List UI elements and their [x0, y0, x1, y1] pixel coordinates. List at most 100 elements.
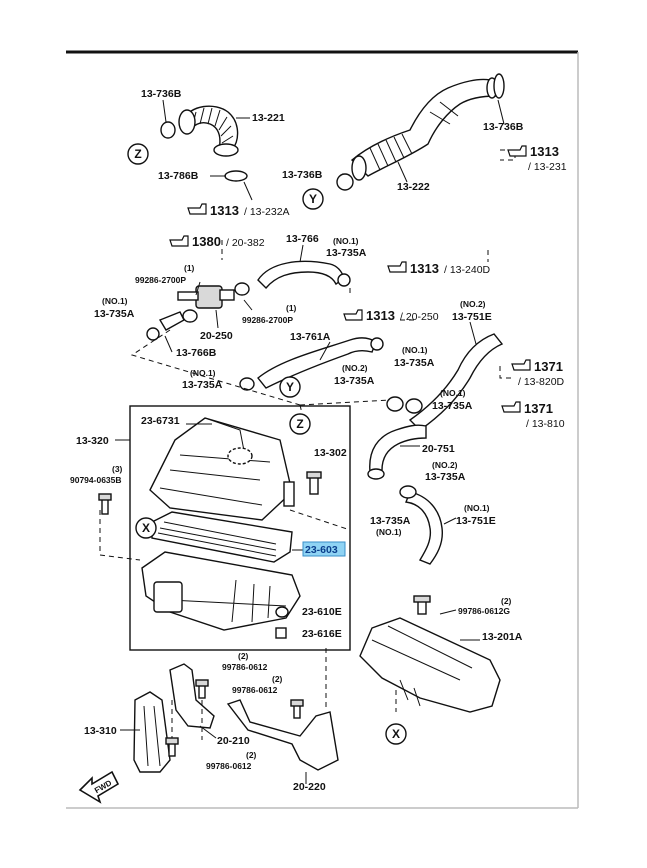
svg-text:Y: Y	[286, 380, 294, 394]
filter-element-23-603	[151, 511, 293, 563]
part-label[interactable]: 13-310	[84, 725, 117, 737]
marker-x-left: X	[135, 517, 157, 539]
qty-label: (2)	[246, 750, 257, 760]
marker-z-mid: Z	[289, 413, 311, 435]
qty-label: (NO.2)	[432, 460, 458, 470]
part-label[interactable]: 99786-0612	[206, 761, 252, 771]
part-label[interactable]: 13-320	[76, 435, 109, 447]
svg-text:/ 13-810: / 13-810	[526, 418, 565, 430]
grommet-23-616E	[275, 627, 287, 639]
marker-y-mid: Y	[279, 376, 301, 398]
qty-label: (2)	[272, 674, 283, 684]
air-cleaner-frame	[129, 405, 351, 651]
highlight-23-603	[302, 541, 346, 557]
dash-guide-6	[499, 366, 514, 379]
qty-label: (NO.1)	[376, 527, 402, 537]
part-label[interactable]: 99786-0612	[222, 662, 268, 672]
ref-1380-20-382[interactable]: 1380 / 20-382	[169, 234, 265, 249]
pointing-hand-icon	[501, 401, 521, 413]
qty-label: (NO.1)	[464, 503, 490, 513]
ref-1313-13-232A[interactable]: 1313 / 13-232A	[187, 203, 290, 218]
bolt-90794	[98, 493, 112, 515]
part-label[interactable]: 13-735A	[182, 379, 223, 391]
part-label[interactable]: 99786-0612G	[458, 606, 510, 616]
part-label[interactable]: 13-735A	[370, 515, 411, 527]
pointing-hand-icon	[187, 203, 207, 215]
qty-label: (NO.2)	[460, 299, 486, 309]
marker-z-top: Z	[127, 143, 149, 165]
part-label[interactable]: 13-222	[397, 181, 430, 193]
intake-hose-13-221	[160, 99, 253, 201]
part-label[interactable]: 23-616E	[302, 628, 342, 640]
pointing-hand-icon	[511, 359, 531, 371]
part-label[interactable]: 13-761A	[290, 331, 331, 343]
part-label[interactable]: 90794-0635B	[70, 475, 122, 485]
svg-text:1371: 1371	[524, 401, 553, 416]
svg-text:Y: Y	[309, 192, 317, 206]
svg-text:1313: 1313	[210, 203, 239, 218]
heat-shield-13-201A	[359, 595, 501, 713]
ref-1313-20-250[interactable]: 1313 / 20-250	[343, 308, 439, 323]
part-label[interactable]: 13-201A	[482, 631, 523, 643]
intake-duct-13-222	[336, 73, 516, 191]
part-label[interactable]: 13-736B	[483, 121, 524, 133]
svg-text:/ 13-820D: / 13-820D	[518, 376, 565, 388]
ref-1371-13-810[interactable]: 1371 / 13-810	[501, 401, 565, 430]
bracket-20-220	[226, 648, 339, 784]
part-label[interactable]: 20-210	[217, 735, 250, 747]
part-label[interactable]: 13-786B	[158, 170, 199, 182]
part-label[interactable]: 13-735A	[94, 308, 135, 320]
bracket-20-210	[165, 663, 217, 757]
ref-1313-13-240D[interactable]: 1313 / 13-240D	[387, 261, 491, 276]
ref-1313-13-231[interactable]: 1313 / 13-231	[507, 144, 567, 173]
part-label[interactable]: 13-751E	[456, 515, 496, 527]
part-label[interactable]: 23-610E	[302, 606, 342, 618]
svg-text:1313: 1313	[366, 308, 395, 323]
pcv-hose-13-766	[257, 244, 351, 290]
part-label[interactable]: 13-736B	[141, 88, 182, 100]
svg-text:/ 20-250: / 20-250	[400, 311, 439, 323]
svg-text:1380: 1380	[192, 234, 221, 249]
svg-text:X: X	[142, 521, 150, 535]
svg-text:X: X	[392, 727, 400, 741]
part-label[interactable]: 13-221	[252, 112, 285, 124]
grommet-23-610E	[275, 606, 289, 618]
qty-label: (3)	[112, 464, 123, 474]
part-label[interactable]: 99786-0612	[232, 685, 278, 695]
part-label[interactable]: 13-735A	[432, 400, 473, 412]
svg-text:/ 13-231: / 13-231	[528, 161, 567, 173]
part-label[interactable]: 13-751E	[452, 311, 492, 323]
part-label[interactable]: 13-736B	[282, 169, 323, 181]
bracket-13-310	[120, 691, 171, 773]
part-label[interactable]: 13-735A	[394, 357, 435, 369]
hose-13-751E-lower	[399, 485, 457, 565]
dash-guide-1	[130, 329, 391, 406]
svg-text:1313: 1313	[530, 144, 559, 159]
air-cleaner-cover-23-6731	[149, 417, 295, 521]
fwd-arrow: FWD	[78, 770, 120, 804]
part-label[interactable]: 13-735A	[425, 471, 466, 483]
qty-label: (NO.1)	[102, 296, 128, 306]
part-label[interactable]: 13-735A	[334, 375, 375, 387]
pointing-hand-icon	[387, 261, 407, 273]
valve-20-250	[146, 281, 253, 353]
part-label[interactable]: 13-735A	[326, 247, 367, 259]
part-label[interactable]: 99286-2700P	[135, 275, 186, 285]
hose-13-751E-upper	[386, 321, 504, 431]
marker-y-top: Y	[302, 188, 324, 210]
svg-text:/ 13-232A: / 13-232A	[244, 206, 290, 218]
part-label[interactable]: 13-766	[286, 233, 319, 245]
pointing-hand-icon	[169, 235, 189, 247]
part-label[interactable]: 23-6731	[141, 415, 180, 427]
part-label-23-603[interactable]: 23-603	[305, 544, 338, 556]
ref-1371-13-820D[interactable]: 1371 / 13-820D	[511, 359, 565, 388]
qty-label: (1)	[184, 263, 195, 273]
hose-20-751	[367, 424, 427, 480]
part-label[interactable]: 13-302	[314, 447, 347, 459]
part-label[interactable]: 99286-2700P	[242, 315, 293, 325]
part-label[interactable]: 20-220	[293, 781, 326, 793]
part-label[interactable]: 20-751	[422, 443, 455, 455]
part-label[interactable]: 20-250	[200, 330, 233, 342]
air-cleaner-case	[141, 551, 301, 631]
part-label[interactable]: 13-766B	[176, 347, 217, 359]
